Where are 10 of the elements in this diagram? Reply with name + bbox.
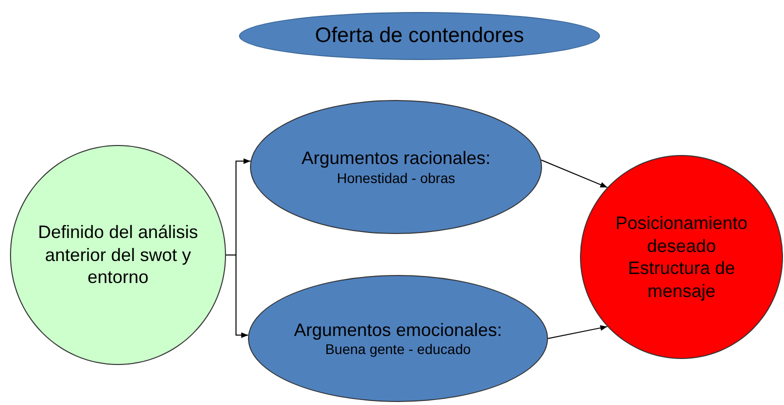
node-heading: Posicionamiento deseado bbox=[614, 212, 749, 257]
arrow bbox=[540, 160, 608, 188]
node-heading: Oferta de contendores bbox=[314, 22, 525, 49]
node-subtext: Estructura de mensaje bbox=[626, 257, 736, 302]
node-heading: Argumentos emocionales: bbox=[292, 318, 504, 341]
node-subtext: Buena gente - educado bbox=[324, 341, 472, 358]
node-heading: Argumentos racionales: bbox=[300, 147, 492, 170]
node-subtext: Honestidad - obras bbox=[336, 170, 456, 187]
node-heading: Definido del análisis anterior del swot y entorno bbox=[36, 221, 200, 289]
arrow bbox=[548, 325, 608, 339]
